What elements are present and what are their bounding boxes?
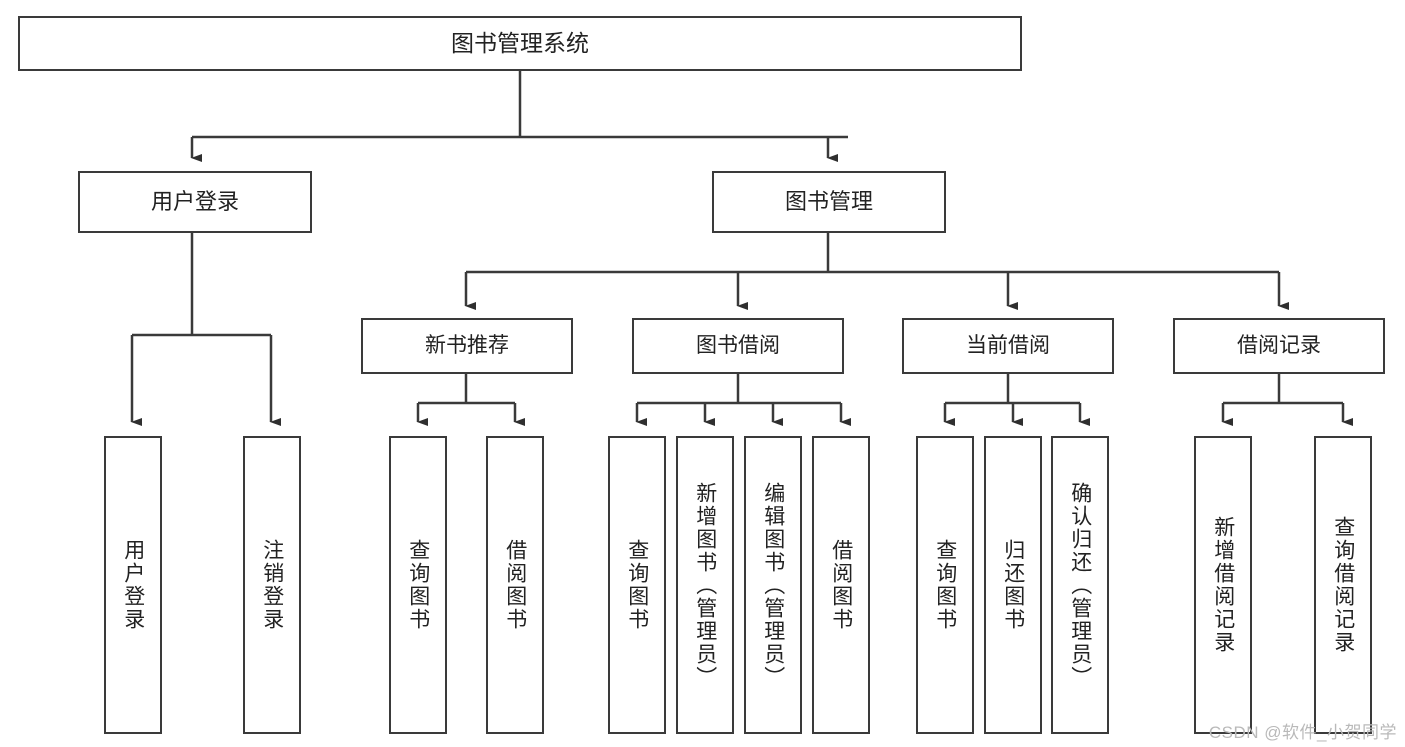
node-leaf-confirm-return[interactable]: 确认归还（管理员） <box>1051 436 1109 734</box>
node-leaf-borrow-book-1-label: 借阅图书 <box>503 539 527 631</box>
node-leaf-edit-book[interactable]: 编辑图书（管理员） <box>744 436 802 734</box>
node-leaf-return-book[interactable]: 归还图书 <box>984 436 1042 734</box>
node-book-manage[interactable]: 图书管理 <box>712 171 946 233</box>
node-leaf-add-record[interactable]: 新增借阅记录 <box>1194 436 1252 734</box>
node-leaf-borrow-book-2-label: 借阅图书 <box>829 539 853 631</box>
node-leaf-query-book-2[interactable]: 查询图书 <box>608 436 666 734</box>
node-user-login[interactable]: 用户登录 <box>78 171 312 233</box>
node-leaf-query-book-1[interactable]: 查询图书 <box>389 436 447 734</box>
node-leaf-return-book-label: 归还图书 <box>1001 539 1025 631</box>
node-new-book-recommend[interactable]: 新书推荐 <box>361 318 573 374</box>
node-book-manage-label: 图书管理 <box>784 188 873 214</box>
node-current-borrow-label: 当前借阅 <box>966 334 1050 358</box>
node-leaf-user-login-label: 用户登录 <box>121 539 145 631</box>
node-leaf-query-book-3-label: 查询图书 <box>933 539 957 631</box>
node-leaf-query-record[interactable]: 查询借阅记录 <box>1314 436 1372 734</box>
node-borrow-record[interactable]: 借阅记录 <box>1173 318 1385 374</box>
node-leaf-edit-book-label: 编辑图书（管理员） <box>761 481 785 689</box>
node-leaf-borrow-book-1[interactable]: 借阅图书 <box>486 436 544 734</box>
node-leaf-user-login[interactable]: 用户登录 <box>104 436 162 734</box>
node-root-system-label: 图书管理系统 <box>451 29 589 56</box>
csdn-watermark: CSDN @软件_小贺同学 <box>1208 723 1397 742</box>
node-leaf-user-logout-label: 注销登录 <box>260 539 284 631</box>
node-leaf-add-book-label: 新增图书（管理员） <box>693 481 717 689</box>
node-leaf-confirm-return-label: 确认归还（管理员） <box>1068 481 1092 689</box>
node-leaf-query-book-2-label: 查询图书 <box>625 539 649 631</box>
node-book-borrow[interactable]: 图书借阅 <box>632 318 844 374</box>
node-new-book-recommend-label: 新书推荐 <box>425 334 509 358</box>
node-leaf-add-record-label: 新增借阅记录 <box>1211 516 1235 654</box>
node-leaf-query-book-3[interactable]: 查询图书 <box>916 436 974 734</box>
node-borrow-record-label: 借阅记录 <box>1237 334 1321 358</box>
node-book-borrow-label: 图书借阅 <box>696 334 780 358</box>
node-leaf-borrow-book-2[interactable]: 借阅图书 <box>812 436 870 734</box>
node-leaf-query-record-label: 查询借阅记录 <box>1331 516 1355 654</box>
node-leaf-user-logout[interactable]: 注销登录 <box>243 436 301 734</box>
node-current-borrow[interactable]: 当前借阅 <box>902 318 1114 374</box>
node-leaf-add-book[interactable]: 新增图书（管理员） <box>676 436 734 734</box>
node-leaf-query-book-1-label: 查询图书 <box>406 539 430 631</box>
node-root-system[interactable]: 图书管理系统 <box>18 16 1022 71</box>
node-user-login-label: 用户登录 <box>150 188 239 214</box>
